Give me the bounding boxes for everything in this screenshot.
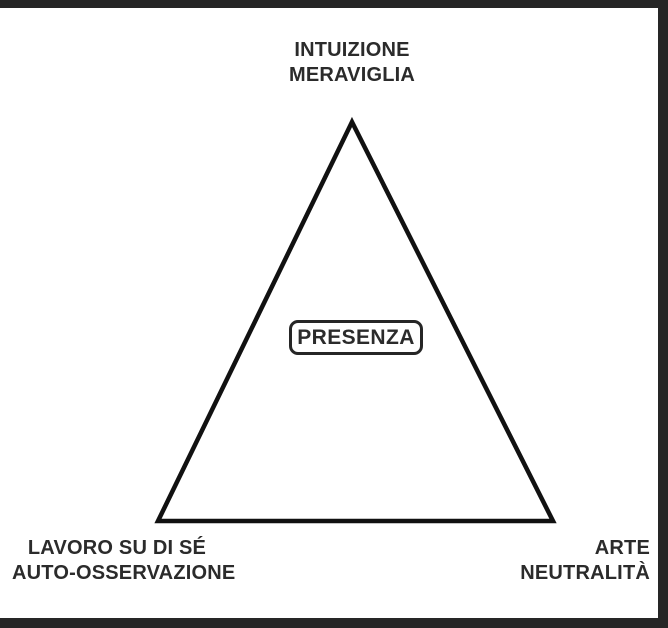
vertex-label-bottom-right-line1: ARTE <box>594 537 650 559</box>
vertex-label-top-line1: INTUIZIONE <box>294 39 410 61</box>
vertex-label-bottom-left: LAVORO SU DI SÉ AUTO-OSSERVAZIONE <box>12 536 236 586</box>
vertex-label-bottom-right-line2: NEUTRALITÀ <box>520 562 650 584</box>
center-node-label: PRESENZA <box>297 326 415 349</box>
vertex-label-bottom-right: ARTE NEUTRALITÀ <box>440 536 650 586</box>
frame-border-top <box>0 0 668 8</box>
vertex-label-bottom-left-line1: LAVORO SU DI SÉ <box>27 537 207 559</box>
vertex-label-bottom-left-line2: AUTO-OSSERVAZIONE <box>12 562 236 584</box>
vertex-label-top-line2: MERAVIGLIA <box>288 64 416 86</box>
vertex-label-top: INTUIZIONE MERAVIGLIA <box>252 38 452 88</box>
frame-border-right <box>658 8 668 618</box>
center-node-presenza: PRESENZA <box>289 320 423 355</box>
frame-border-bottom <box>0 618 668 628</box>
